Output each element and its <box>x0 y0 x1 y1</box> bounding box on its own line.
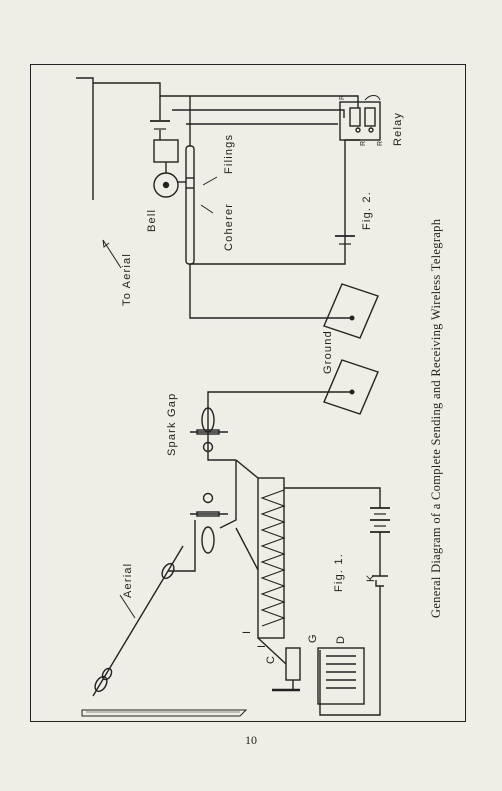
label-i1: I <box>241 630 253 634</box>
telegraph-key <box>372 575 388 587</box>
label-relay: Relay <box>392 112 404 146</box>
spark-ball-bottom <box>201 526 215 554</box>
transmitter-circuit <box>81 359 390 717</box>
condenser <box>317 647 365 705</box>
label-aerial: Aerial <box>122 563 134 598</box>
aerial-wire <box>92 545 184 697</box>
label-bell: Bell <box>146 209 158 232</box>
label-spark-gap: Spark Gap <box>166 393 178 456</box>
label-i2: I <box>256 644 268 648</box>
label-d: D <box>335 635 347 644</box>
label-r3: R <box>377 141 384 146</box>
labels: Aerial To Aerial Spark Gap Ground Bell C… <box>121 95 443 664</box>
label-fig1: Fig. 1. <box>333 553 345 592</box>
induction-coil-core <box>257 477 285 639</box>
label-coherer: Coherer <box>223 203 235 251</box>
label-c: C <box>265 655 277 664</box>
figure-caption: General Diagram of a Complete Sending an… <box>429 218 443 618</box>
label-to-aerial: To Aerial <box>121 253 133 306</box>
label-g: G <box>307 633 319 643</box>
receiver-circuit <box>76 77 381 339</box>
to-aerial-wire <box>76 77 94 200</box>
relay-box <box>339 101 381 141</box>
ground-plate-transmitter <box>323 359 379 415</box>
page-number: 10 <box>245 733 257 747</box>
coherer-tube <box>185 145 195 265</box>
ground-plate-receiver <box>323 283 379 339</box>
label-ground: Ground <box>322 330 334 374</box>
bell-box <box>153 139 179 163</box>
label-r2: R <box>360 141 367 146</box>
diagram-frame <box>30 64 466 722</box>
label-r1: R <box>339 95 346 100</box>
label-k: K <box>365 573 377 582</box>
label-fig2: Fig. 2. <box>361 191 373 230</box>
coil-winding <box>260 489 286 627</box>
label-filings: Filings <box>223 134 235 174</box>
